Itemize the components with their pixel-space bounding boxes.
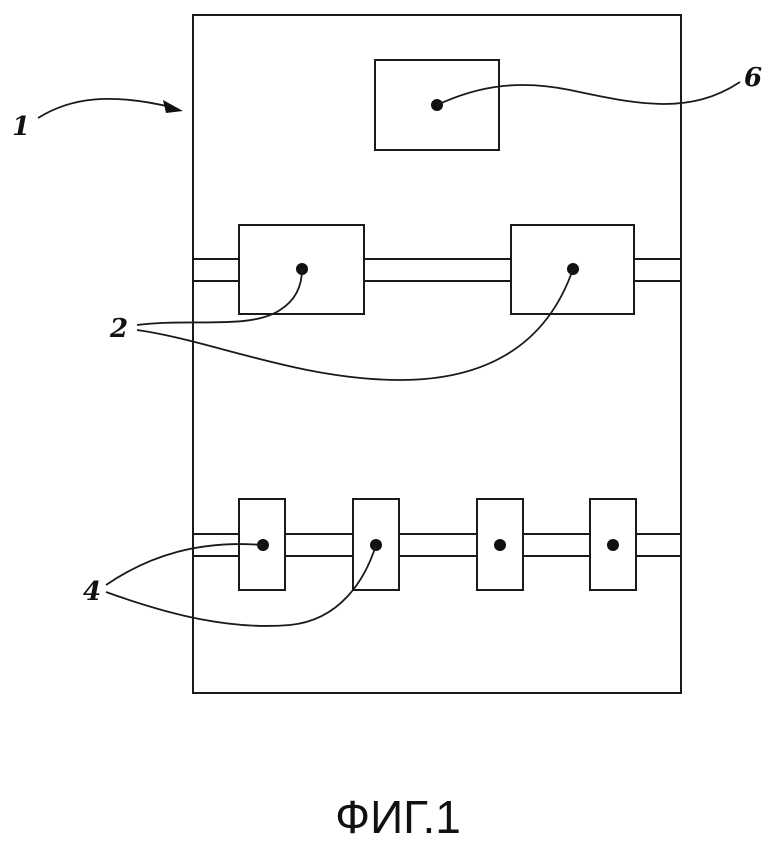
leader-1	[38, 99, 175, 118]
figure-caption: ФИГ.1	[335, 791, 461, 843]
label-2: 2	[109, 314, 128, 344]
lower-module-3-dot	[494, 539, 506, 551]
lower-module-4-dot	[607, 539, 619, 551]
label-1: 1	[12, 112, 30, 142]
label-4: 4	[83, 577, 101, 607]
label-6: 6	[744, 63, 762, 93]
arrowhead-1	[163, 100, 183, 113]
